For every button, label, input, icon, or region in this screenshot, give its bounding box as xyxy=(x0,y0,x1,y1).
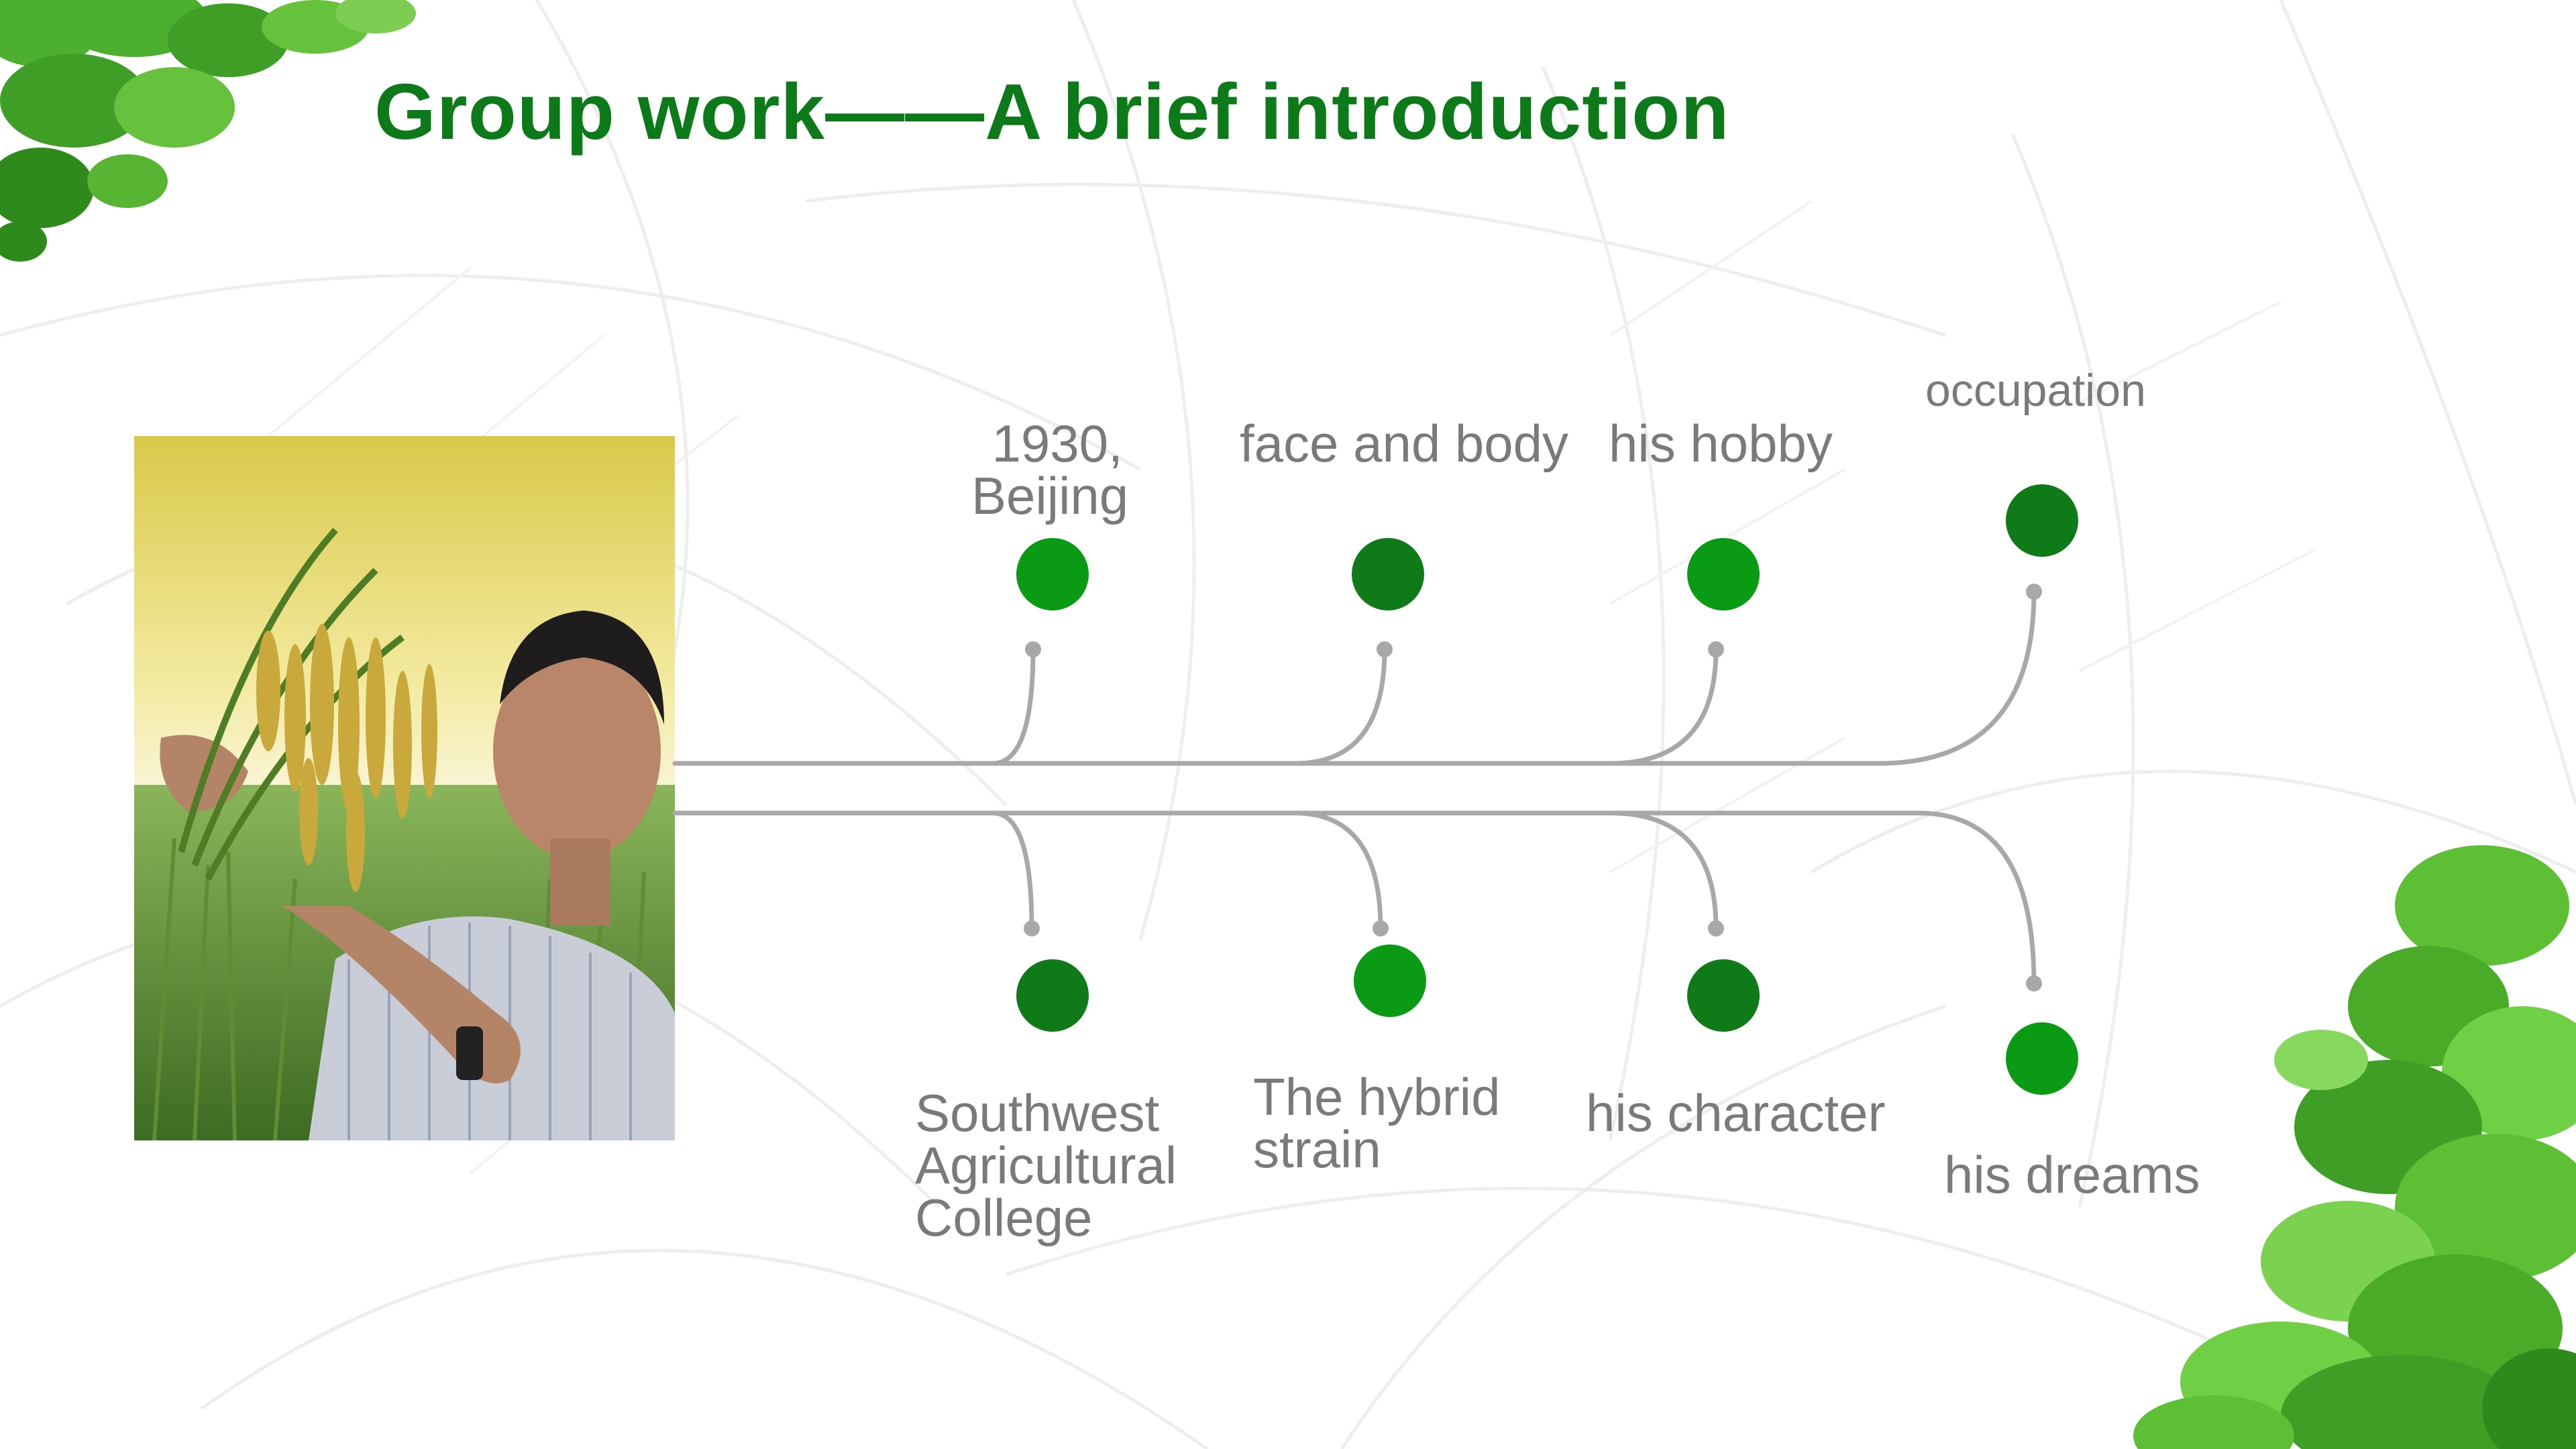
slide-title: Group work——A brief introduction xyxy=(374,68,1730,156)
timeline-knob-bottom-3 xyxy=(1708,920,1724,936)
timeline-dot-top-1 xyxy=(1016,538,1089,610)
timeline-dot-top-4 xyxy=(2006,484,2078,557)
timeline-dot-bottom-1 xyxy=(1016,959,1089,1032)
leaves-top-left xyxy=(0,0,416,262)
timeline-knob-bottom-1 xyxy=(1024,920,1040,936)
timeline-branch-top-4 xyxy=(1876,589,2037,766)
timeline-branch-bottom-2 xyxy=(1292,810,1383,931)
timeline-knob-top-3 xyxy=(1708,641,1724,657)
timeline-branch-bottom-4 xyxy=(1916,810,2037,986)
label-bottom-1: Southwest Agricultural College xyxy=(915,1083,1177,1247)
rice-field-illustration xyxy=(134,436,675,1140)
rice-scientist-photo xyxy=(134,436,675,1140)
timeline-knob-bottom-4 xyxy=(2026,975,2042,991)
timeline-branch-top-3 xyxy=(1607,647,1719,766)
label-top-4: occupation xyxy=(1925,365,2146,416)
timeline-branch-bottom-1 xyxy=(990,810,1034,931)
timeline-branch-bottom-3 xyxy=(1607,810,1719,931)
label-bottom-3: his character xyxy=(1586,1083,1886,1142)
timeline-dot-bottom-2 xyxy=(1354,945,1426,1017)
label-bottom-4: his dreams xyxy=(1944,1145,2200,1204)
timeline-branch-top-2 xyxy=(1292,647,1387,766)
timeline-dot-top-2 xyxy=(1352,538,1424,610)
label-top-3: his hobby xyxy=(1609,414,1833,473)
timeline-dot-bottom-4 xyxy=(2006,1022,2078,1095)
timeline-dot-bottom-3 xyxy=(1687,959,1760,1032)
label-bottom-2: The hybrid strain xyxy=(1253,1067,1501,1179)
label-top-2: face and body xyxy=(1240,414,1569,473)
timeline-knob-top-1 xyxy=(1025,641,1041,657)
timeline-branch-top-1 xyxy=(990,647,1036,766)
label-top-1: 1930, Beijing xyxy=(971,414,1129,525)
timeline-knob-top-4 xyxy=(2026,584,2042,600)
timeline-knob-top-2 xyxy=(1377,641,1393,657)
timeline-knob-bottom-2 xyxy=(1373,920,1389,936)
timeline-dot-top-3 xyxy=(1687,538,1760,610)
